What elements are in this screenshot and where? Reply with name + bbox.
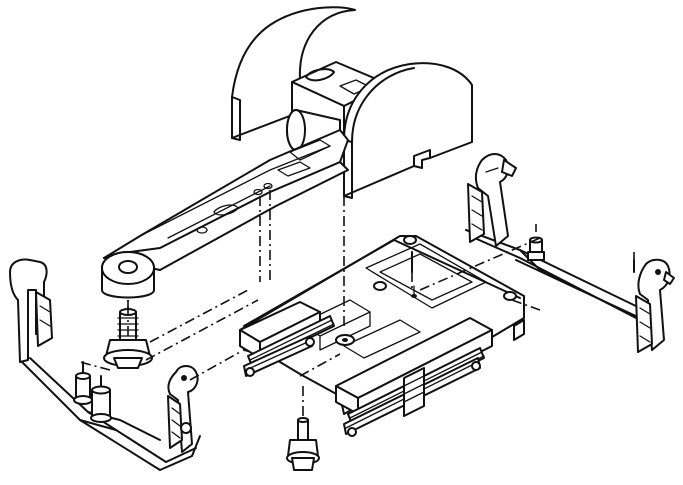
assembly-centerlines xyxy=(79,190,635,418)
rear-arched-plate xyxy=(231,6,356,139)
right-linkage xyxy=(465,153,675,353)
left-linkage xyxy=(9,258,201,471)
center-pin xyxy=(103,308,153,369)
left-side-frame xyxy=(239,301,335,377)
bottom-pivot-pin xyxy=(286,417,320,471)
bolster-arm xyxy=(101,129,349,299)
right-side-frame xyxy=(335,317,493,437)
front-arched-plate xyxy=(343,62,473,197)
